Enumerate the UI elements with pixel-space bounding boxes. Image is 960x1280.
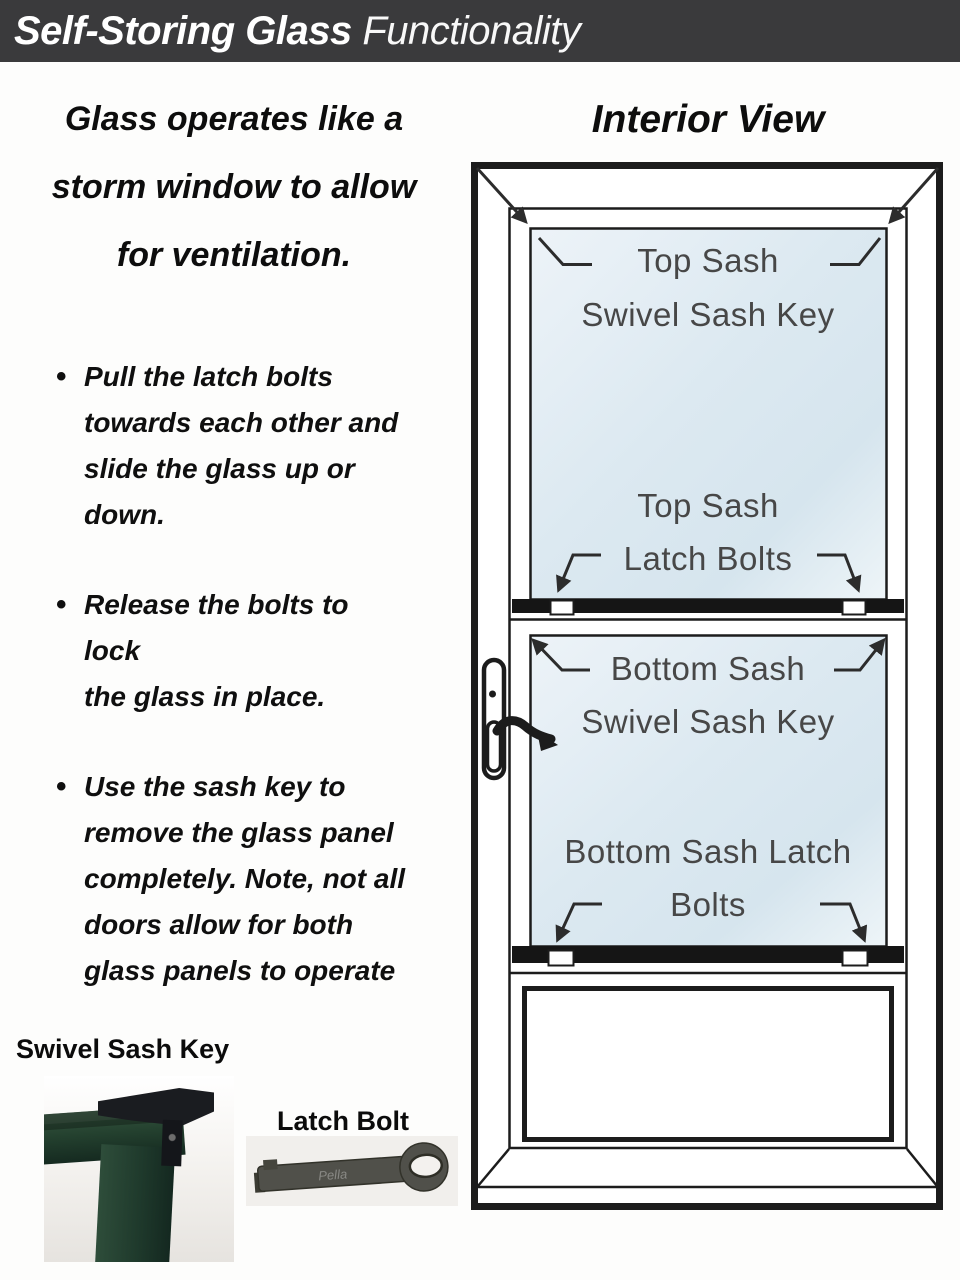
- arrow-bottom-sash-key-right: [834, 637, 886, 672]
- latch-bolt-label: Latch Bolt: [277, 1106, 409, 1136]
- bottom-sash-latch-bolt-right: [841, 949, 869, 967]
- bottom-sash-bottom-rail: [512, 946, 904, 963]
- handle-arrow-tip: [537, 731, 558, 751]
- kick-panel: [522, 986, 894, 1142]
- arrow-bottom-sash-key-left: [531, 638, 590, 672]
- label-bottom-sash-bolts-line1: Bottom Sash Latch: [564, 833, 852, 870]
- leader-top-sash-key-left: [537, 236, 592, 266]
- swivel-sash-key-label: Swivel Sash Key: [16, 1034, 230, 1064]
- keyhole: [489, 690, 496, 698]
- interior-view-title: Interior View: [591, 98, 825, 141]
- top-sash-latch-bolt-left: [549, 599, 575, 616]
- label-top-sash-key-line1: Top Sash: [637, 242, 779, 279]
- list-item: Pull the latch bolts towards each other …: [56, 354, 412, 538]
- bottom-sash-latch-bolt-left: [547, 949, 575, 967]
- top-sash-bottom-rail: [512, 599, 904, 613]
- leader-top-sash-key-right: [830, 237, 882, 266]
- arrow-bottom-latch-bolt-left: [555, 902, 602, 943]
- latch-bolt-photo: Pella: [246, 1136, 458, 1206]
- list-item: Use the sash key to remove the glass pan…: [56, 764, 412, 994]
- latch-bolt-tab: [263, 1159, 278, 1171]
- instruction-list: Pull the latch bolts towards each other …: [56, 354, 412, 1038]
- label-bottom-sash-key-line1: Bottom Sash: [610, 650, 806, 687]
- frame-miter-bottom-left: [477, 1148, 510, 1187]
- latch-bolt-embossed-text: Pella: [318, 1166, 348, 1183]
- arrow-bottom-latch-bolt-right: [820, 902, 868, 943]
- latch-bolt-hole: [408, 1153, 444, 1179]
- frame-miter-bottom-right: [906, 1148, 938, 1187]
- label-bottom-sash-key-line2: Swivel Sash Key: [581, 703, 835, 740]
- label-top-sash-bolts-line1: Top Sash: [637, 487, 779, 524]
- intro-text: Glass operates like a storm window to al…: [51, 100, 417, 274]
- label-top-sash-key-line2: Swivel Sash Key: [581, 296, 835, 333]
- arrow-top-latch-bolt-right: [817, 553, 862, 593]
- swivel-sash-key-photo: [44, 1076, 234, 1262]
- top-sash-glass: [529, 227, 888, 601]
- banner-title-light: Functionality: [351, 8, 581, 53]
- arrow-top-left-corner: [475, 166, 528, 225]
- banner-title-strong: Self-Storing Glass: [14, 8, 352, 53]
- latch-bolt-illustration: Pella: [253, 1142, 449, 1193]
- door-inner-frame: [508, 207, 908, 1150]
- label-bottom-sash-bolts-line2: Bolts: [670, 886, 746, 923]
- arrow-top-right-corner: [888, 167, 940, 225]
- top-sash-latch-bolt-right: [841, 599, 867, 616]
- title-banner: Self-Storing Glass Functionality: [0, 0, 960, 62]
- bottom-sash-glass: [529, 634, 888, 948]
- label-top-sash-bolts-line2: Latch Bolts: [623, 540, 793, 577]
- arrow-top-latch-bolt-left: [556, 553, 601, 593]
- list-item: Release the bolts to lock the glass in p…: [56, 582, 412, 720]
